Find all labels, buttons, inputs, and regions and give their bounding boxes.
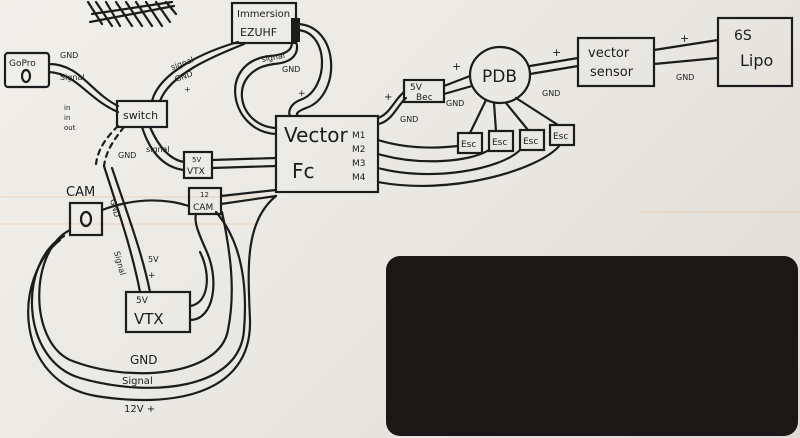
redacted-panel: [386, 256, 798, 436]
vector-fc: Vector Fc M1 M2 M3 M4: [274, 114, 380, 194]
vtx-big-label: VTX: [134, 310, 164, 328]
vtx-small-label: VTX: [187, 167, 205, 177]
vtx-small-volt: 5V: [192, 156, 201, 164]
cam-big: CAM: [66, 185, 104, 237]
vtx-small: 5V VTX: [182, 150, 214, 180]
fc-ezuhf-signal: signal: [261, 51, 286, 64]
bottom-12v-label: 12V +: [124, 404, 155, 415]
lipo-battery: 6S Lipo: [716, 16, 794, 88]
bec: 5V Bec: [402, 78, 446, 104]
cam-small: 12 CAM: [187, 186, 223, 216]
esc-label-4: Esc: [553, 132, 568, 142]
esc-label-3: Esc: [523, 137, 538, 147]
ezuhf-receiver: Immersion EZUHF: [230, 1, 300, 45]
switch-ezuhf-gnd: GND: [174, 69, 194, 84]
vtx-signal-vertical: Signal: [112, 250, 127, 276]
bec-label: Bec: [416, 93, 433, 103]
pdb: PDB: [468, 45, 532, 105]
bec-gnd: GND: [400, 115, 418, 124]
video-switch: switch: [115, 99, 169, 129]
out-label: out: [64, 124, 76, 132]
sensor-plus: +: [552, 46, 561, 59]
motor-label-m1: M1: [352, 131, 366, 141]
motor-label-m3: M3: [352, 159, 366, 169]
motor-label-m4: M4: [352, 173, 366, 183]
vtx-5v-label: 5V: [148, 255, 159, 264]
switch-vtx-signal-label: signal: [146, 145, 170, 154]
immersion-label: Immersion: [237, 9, 290, 20]
scribbled-out-area: [86, 0, 178, 28]
gopro-gnd-label: GND: [60, 51, 78, 60]
switch-label: switch: [123, 109, 158, 122]
gopro-signal-label: Signal: [60, 73, 85, 82]
fc-ezuhf-plus: +: [298, 89, 306, 99]
fc-label-line2: Fc: [292, 159, 315, 183]
gopro-label: GoPro: [9, 59, 36, 69]
cam-big-label: CAM: [66, 185, 95, 200]
vtx-big: 5V VTX: [124, 290, 192, 334]
bottom-signal-label: Signal: [122, 376, 153, 387]
in-label-1: in: [64, 104, 70, 112]
pdb-gnd: GND: [446, 99, 464, 108]
sensor-gnd: GND: [542, 89, 560, 98]
cam-small-label: CAM: [193, 203, 213, 213]
fc-label-line1: Vector: [284, 123, 349, 147]
in-label-2: in: [64, 114, 70, 122]
cam-small-volt: 12: [200, 191, 209, 199]
esc-label-1: Esc: [461, 140, 476, 150]
bec-volt: 5V: [410, 83, 423, 93]
wires: [27, 22, 720, 402]
vector-sensor-line2: sensor: [590, 65, 634, 80]
ezuhf-label: EZUHF: [240, 26, 277, 39]
fc-ezuhf-gnd: GND: [282, 65, 300, 74]
lipo-line2: Lipo: [740, 51, 773, 70]
pdb-label: PDB: [482, 67, 517, 87]
gopro-component: GoPro: [3, 51, 51, 89]
switch-ezuhf-plus: +: [184, 85, 191, 94]
vtx-plus-label: +: [148, 271, 156, 281]
bottom-gnd-label: GND: [130, 353, 158, 367]
motor-label-m2: M2: [352, 145, 366, 155]
vector-sensor-line1: vector: [588, 46, 630, 61]
lipo-line1: 6S: [734, 28, 752, 44]
bec-plus: +: [384, 92, 392, 103]
switch-gnd-label: GND: [118, 151, 136, 160]
lipo-plus: +: [680, 32, 689, 45]
vector-sensor: vector sensor: [576, 36, 656, 88]
vtx-big-volt: 5V: [136, 296, 149, 306]
esc-label-2: Esc: [492, 138, 507, 148]
lipo-gnd: GND: [676, 73, 694, 82]
pdb-plus: +: [452, 60, 461, 73]
